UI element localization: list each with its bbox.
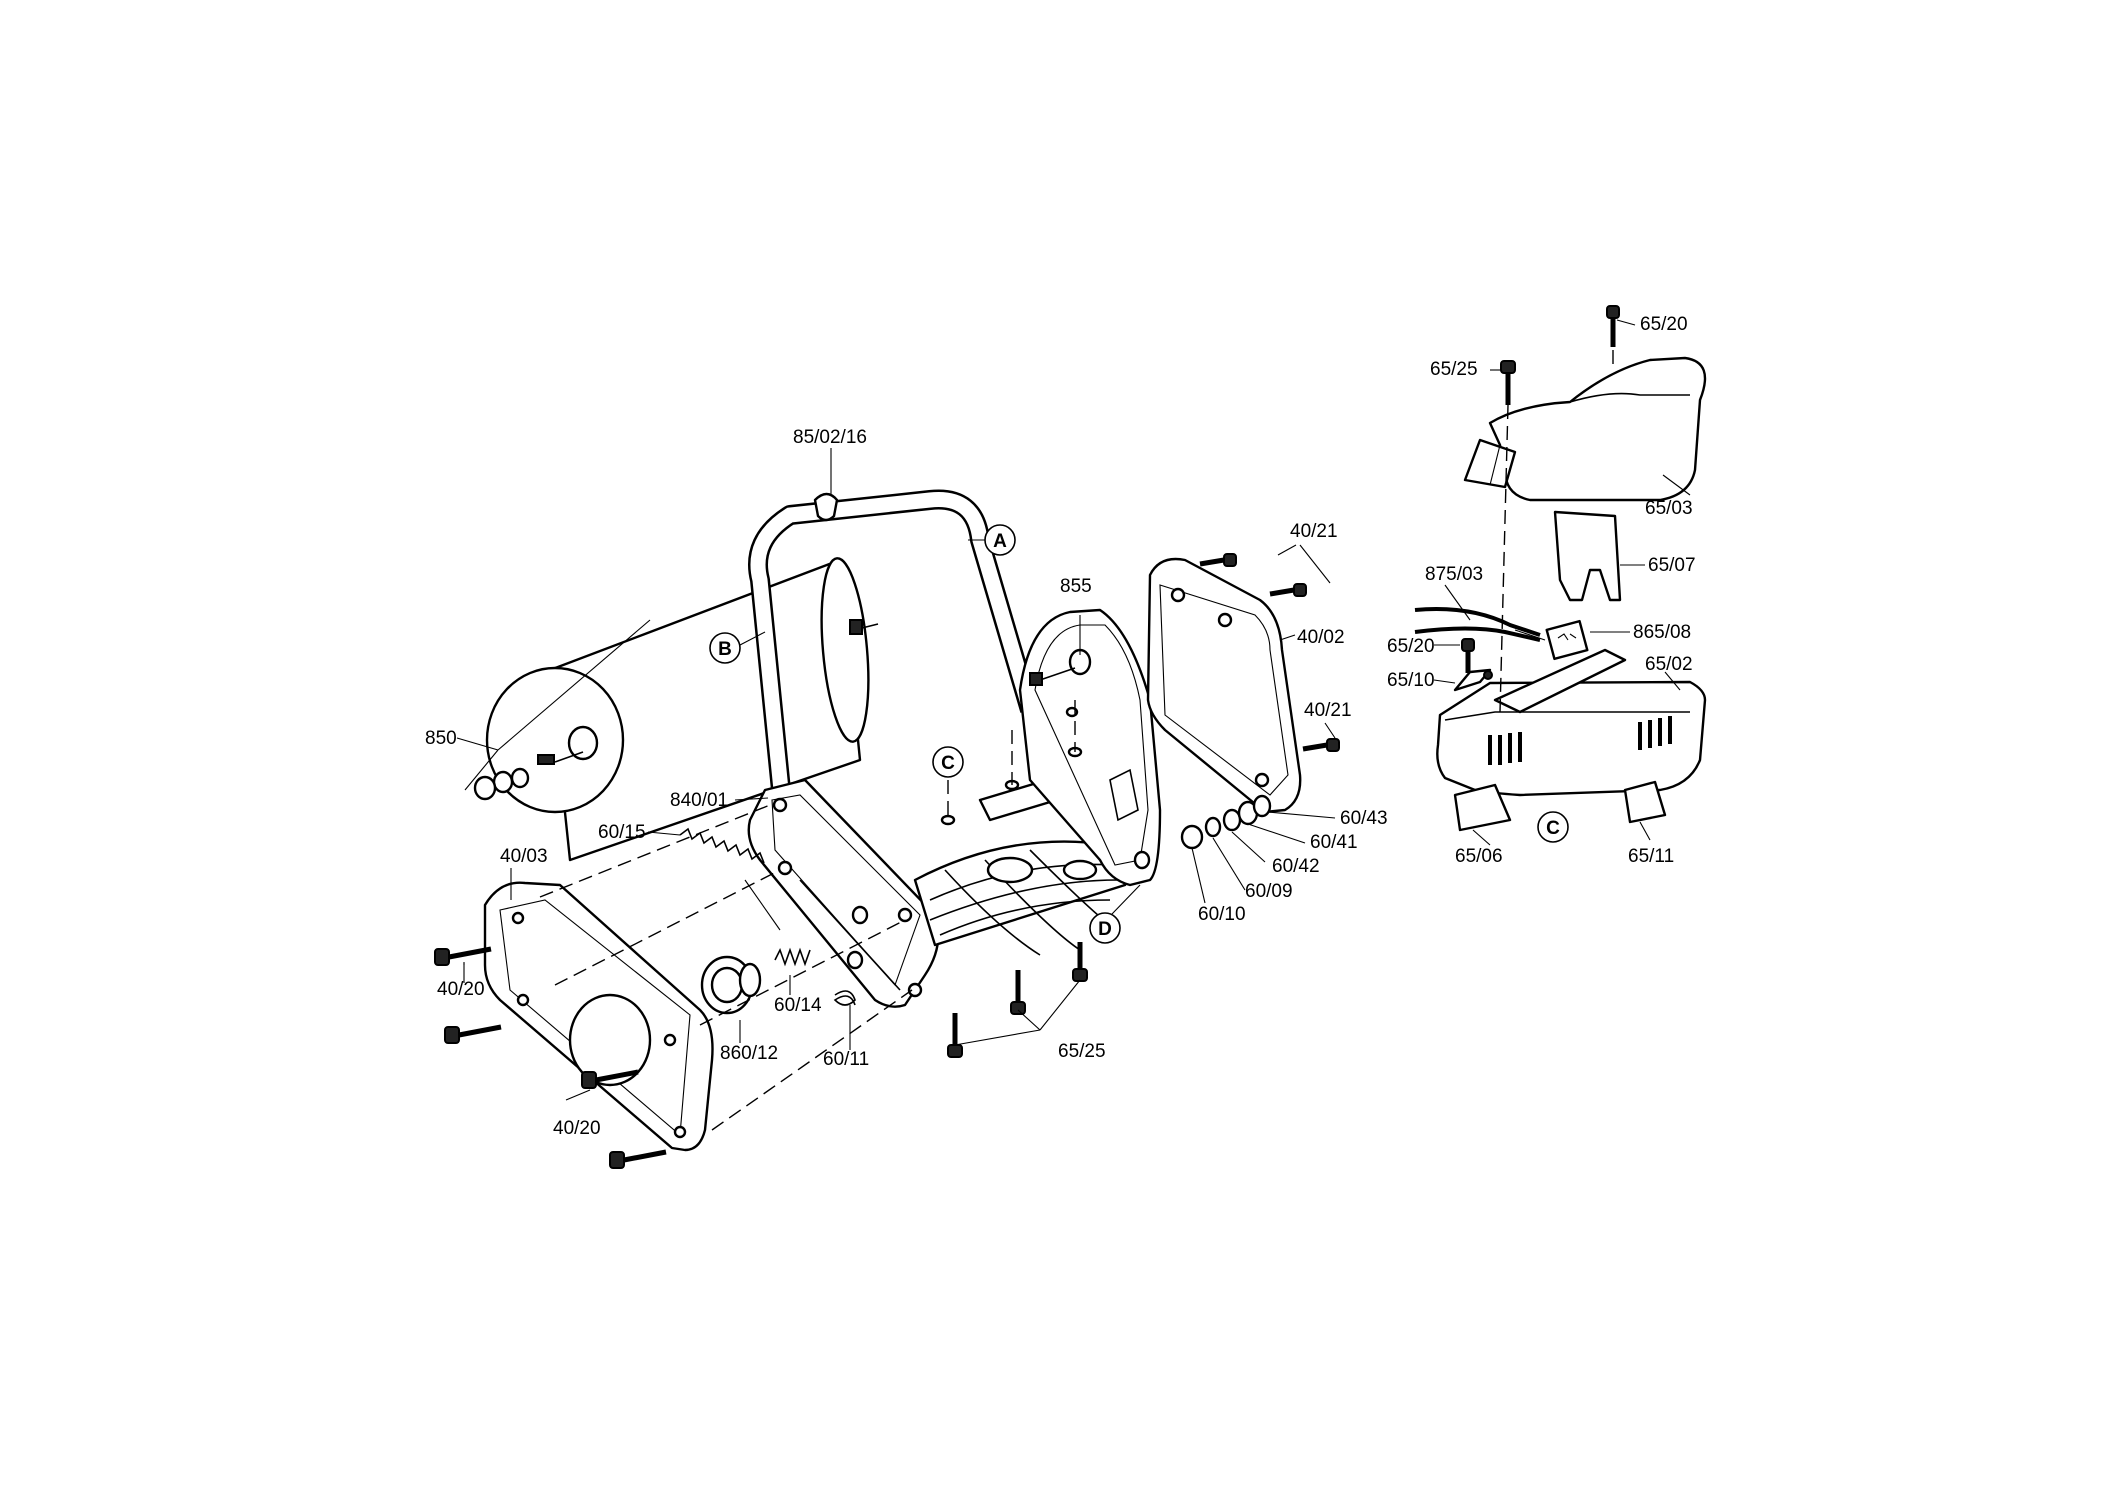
- svg-text:B: B: [718, 639, 732, 660]
- svg-text:D: D: [1098, 919, 1112, 940]
- label-40-20-a: 40/20: [437, 979, 485, 1000]
- handle-a: [748, 489, 1040, 881]
- label-60-15: 60/15: [598, 822, 646, 843]
- callout-d: D: [1089, 884, 1141, 944]
- bolts-65-25-bottom: [947, 942, 1088, 1058]
- label-850: 850: [425, 728, 457, 749]
- cable-875-03: [1414, 607, 1546, 642]
- label-60-11: 60/11: [823, 1049, 869, 1070]
- bolts-40-20: [434, 946, 667, 1169]
- clip-85-02-16: [813, 492, 839, 522]
- label-60-43: 60/43: [1340, 808, 1388, 829]
- svg-text:A: A: [993, 531, 1007, 552]
- label-40-21-a: 40/21: [1290, 521, 1338, 542]
- label-85-02-16: 85/02/16: [793, 427, 867, 448]
- side-cover-40-02: [1146, 557, 1302, 814]
- label-60-14: 60/14: [774, 995, 822, 1016]
- label-855: 855: [1060, 576, 1092, 597]
- label-60-10: 60/10: [1198, 904, 1246, 925]
- label-65-20-side: 65/20: [1387, 636, 1435, 657]
- label-840-01: 840/01: [670, 790, 728, 811]
- label-860-12: 860/12: [720, 1043, 778, 1064]
- spring-60-11: [833, 990, 856, 1006]
- svg-text:C: C: [941, 753, 955, 774]
- plate-65-07: [1553, 510, 1622, 602]
- switch-865-08: [1545, 619, 1589, 661]
- mounting-holes: [940, 706, 1083, 826]
- label-40-02: 40/02: [1297, 627, 1345, 648]
- label-65-10: 65/10: [1387, 670, 1435, 691]
- cutting-cylinder: [913, 840, 1127, 956]
- callout-c-right: C: [1537, 811, 1569, 843]
- callout-b: B: [709, 631, 766, 664]
- label-60-41: 60/41: [1310, 832, 1358, 853]
- screws-65-20: [1461, 305, 1620, 673]
- screw-65-25-top: [1500, 360, 1516, 405]
- label-65-07: 65/07: [1648, 555, 1696, 576]
- side-frame-840-01: [747, 778, 940, 1008]
- clamp-65-10: [1453, 668, 1493, 692]
- label-65-03: 65/03: [1645, 498, 1693, 519]
- label-875-03: 875/03: [1425, 564, 1483, 585]
- label-40-21-b: 40/21: [1304, 700, 1352, 721]
- svg-text:C: C: [1546, 818, 1560, 839]
- cover-65-03: [1463, 356, 1707, 502]
- drum-washers: [473, 767, 530, 801]
- assembly-lines-right: [1499, 350, 1614, 713]
- label-40-03: 40/03: [500, 846, 548, 867]
- callout-a: A: [968, 524, 1016, 556]
- label-65-06: 65/06: [1455, 846, 1503, 867]
- foot-65-06: [1453, 783, 1512, 832]
- label-65-11: 65/11: [1628, 846, 1674, 867]
- bolts-40-21: [1199, 553, 1340, 752]
- leader-lines: [456, 319, 1691, 1101]
- label-40-20-b: 40/20: [553, 1118, 601, 1139]
- callout-c-left: C: [932, 746, 964, 778]
- spring-60-15: [679, 827, 781, 931]
- spring-60-14: [774, 947, 811, 967]
- label-65-02: 65/02: [1645, 654, 1693, 675]
- label-65-25-bottom: 65/25: [1058, 1041, 1106, 1062]
- bearing-860-12: [700, 955, 762, 1015]
- part-labels: 85/02/16 850 840/01 60/15 40/03 40/20 40…: [425, 314, 1696, 1139]
- base-65-02: [1436, 648, 1707, 797]
- vent-slots: [1488, 716, 1672, 765]
- label-65-20-top: 65/20: [1640, 314, 1688, 335]
- side-cover-40-03: [483, 881, 714, 1152]
- label-60-42: 60/42: [1272, 856, 1320, 877]
- label-60-09: 60/09: [1245, 881, 1293, 902]
- washers-60-series: [1180, 794, 1272, 850]
- label-865-08: 865/08: [1633, 622, 1691, 643]
- label-65-25-top: 65/25: [1430, 359, 1478, 380]
- foot-65-11: [1623, 780, 1667, 824]
- side-plate-855: [1018, 608, 1162, 887]
- assembly-lines-left: [539, 700, 1076, 1131]
